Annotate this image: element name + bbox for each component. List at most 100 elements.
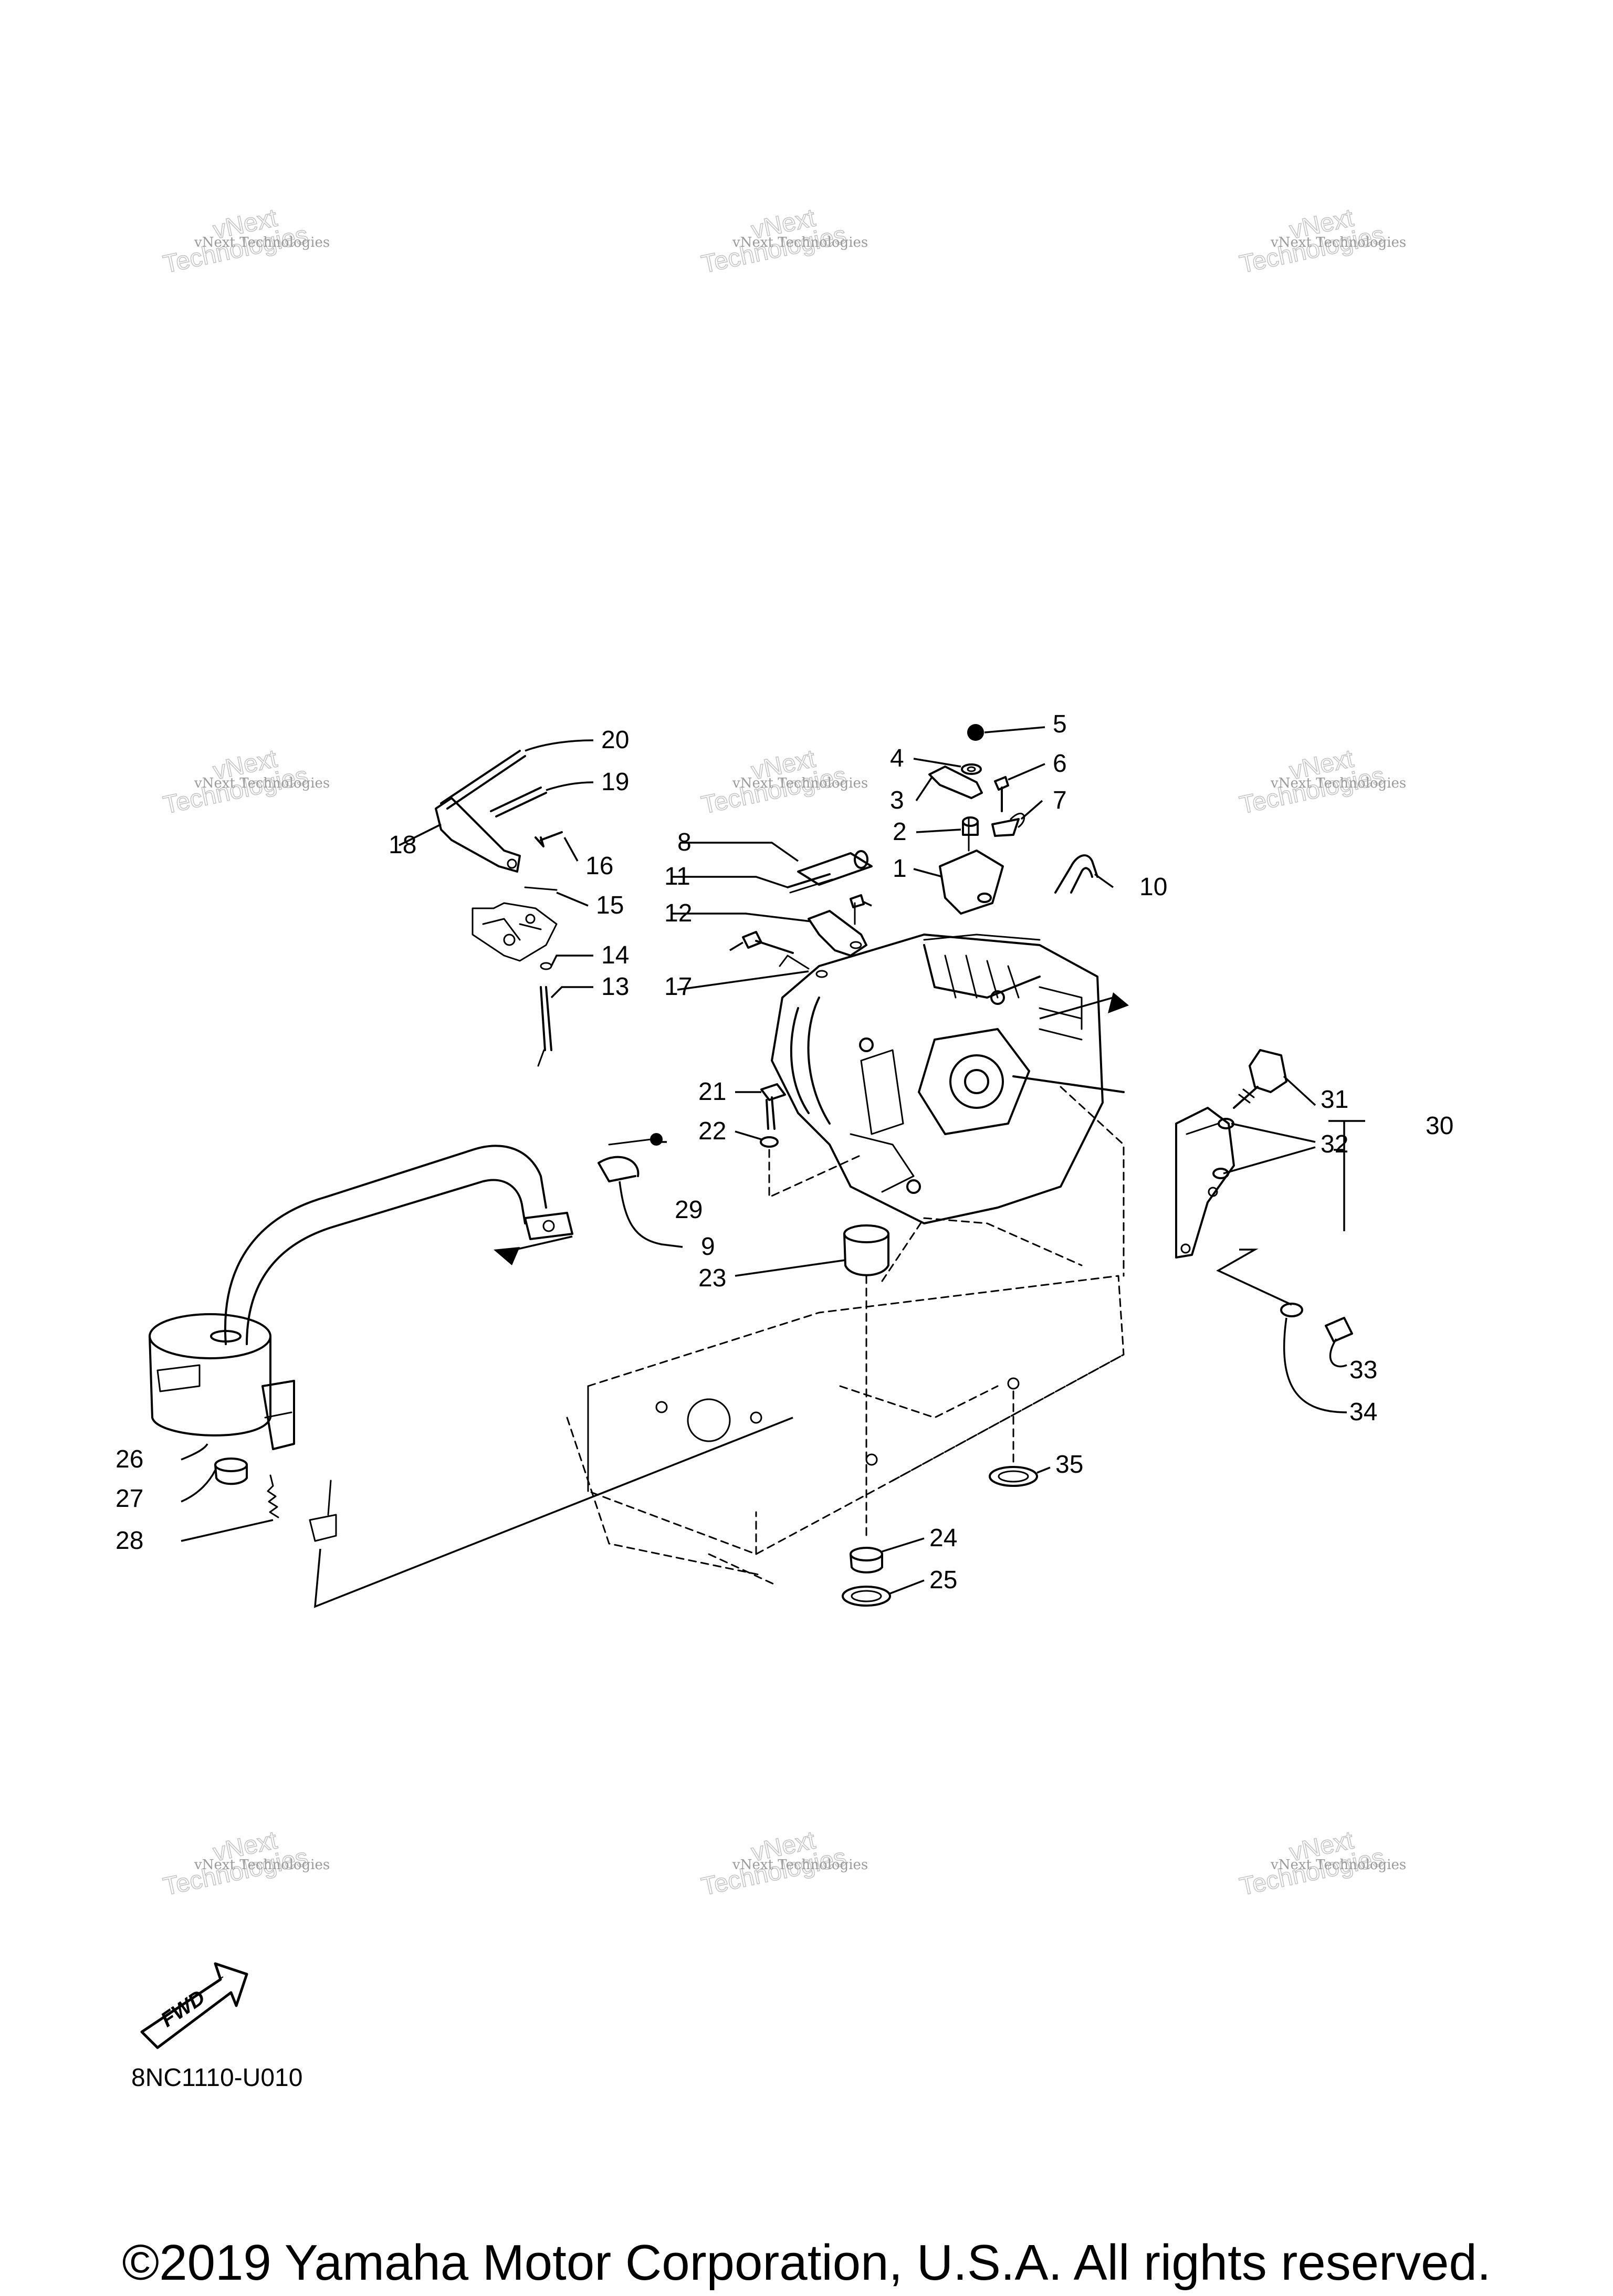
watermark-text: vNext Technologies — [732, 1857, 868, 1873]
clip-17 — [779, 955, 828, 978]
pointer-arrow-right — [1039, 992, 1129, 1020]
callout-35: 35 — [1055, 1451, 1083, 1479]
damper-25 — [842, 1586, 891, 1607]
clamp-7 — [991, 812, 1025, 837]
bolt-6-top2 — [850, 894, 865, 908]
callout-23: 23 — [698, 1264, 726, 1292]
callout-25: 25 — [929, 1566, 957, 1594]
watermark-text: vNext Technologies — [1270, 1857, 1406, 1873]
nut-5 — [967, 724, 984, 741]
bolt-6-top — [994, 776, 1009, 812]
callout-12: 12 — [664, 899, 692, 927]
callout-29: 29 — [675, 1196, 703, 1224]
watermark-text: vNext Technologies — [194, 775, 330, 791]
watermark-text: vNext Technologies — [732, 775, 868, 791]
callout-10: 10 — [1139, 873, 1167, 901]
engine-bracket — [1175, 1107, 1235, 1259]
callout-34: 34 — [1349, 1398, 1377, 1426]
bolt-21 — [760, 1083, 786, 1130]
governor-assembly — [472, 902, 558, 962]
spring-15 — [524, 886, 558, 891]
stay-3 — [928, 766, 983, 799]
exhaust-pipe — [224, 1145, 573, 1345]
engine-mount-rubber — [843, 1224, 889, 1539]
callout-5: 5 — [1053, 710, 1067, 738]
callout-16: 16 — [585, 852, 613, 880]
callout-15: 15 — [596, 892, 624, 919]
exhaust-clamp — [598, 1133, 663, 1182]
callout-22: 22 — [698, 1117, 726, 1145]
callout-14: 14 — [601, 941, 629, 969]
callout-6: 6 — [1053, 750, 1067, 778]
washer-4 — [961, 763, 982, 775]
callout-13: 13 — [601, 973, 629, 1001]
callout-3: 3 — [890, 787, 904, 814]
clip-14 — [540, 962, 552, 970]
fwd-arrow-icon: FWD — [140, 1962, 248, 2049]
callout-33: 33 — [1349, 1356, 1377, 1384]
callout-28: 28 — [116, 1527, 143, 1555]
callout-32: 32 — [1321, 1130, 1348, 1158]
callout-8: 8 — [677, 829, 692, 856]
callout-4: 4 — [890, 745, 904, 772]
bolt-6-left — [742, 931, 794, 954]
rod-13 — [537, 986, 552, 1067]
watermark-text: vNext Technologies — [194, 235, 330, 250]
chassis-frame — [566, 1086, 1125, 1587]
callout-21: 21 — [698, 1078, 726, 1106]
copyright-notice: ©2019 Yamaha Motor Corporation, U.S.A. A… — [122, 2235, 1491, 2291]
callout-20: 20 — [601, 726, 629, 754]
muffler — [149, 1313, 295, 1450]
throttle-lever-18 — [435, 797, 521, 873]
watermark-text: vNext Technologies — [732, 235, 868, 250]
cable-20 — [440, 750, 526, 810]
callout-11: 11 — [664, 863, 690, 890]
bolt-31 — [1233, 1049, 1287, 1109]
washer-34 — [1280, 1303, 1303, 1317]
watermark-text: vNext Technologies — [194, 1857, 330, 1873]
stay-12 — [808, 902, 867, 957]
diagram-code: 8NC1110-U010 — [131, 2064, 303, 2092]
callout-7: 7 — [1053, 787, 1067, 814]
washer-22 — [760, 1136, 862, 1198]
collar-2 — [962, 816, 979, 836]
pointer-arrow-left — [494, 1235, 573, 1265]
bolt-16 — [535, 831, 563, 847]
damper-24 — [850, 1547, 883, 1574]
cable-19 — [490, 787, 547, 817]
damper-35 — [989, 1390, 1038, 1487]
muffler-grommet — [214, 1458, 248, 1485]
muffler-spring — [267, 1417, 793, 1608]
wire-11 — [787, 873, 833, 894]
callout-18: 18 — [389, 831, 416, 859]
engine-assembly — [771, 934, 1125, 1224]
callout-numbers: 1234567891011121314151617181920212223242… — [116, 710, 1453, 1594]
callout-17: 17 — [664, 973, 692, 1001]
callout-2: 2 — [893, 818, 907, 846]
callout-30: 30 — [1426, 1112, 1453, 1140]
hose-10 — [1054, 854, 1098, 894]
nut-33 — [1325, 1317, 1353, 1343]
callout-26: 26 — [116, 1445, 143, 1473]
callout-24: 24 — [929, 1524, 957, 1552]
watermark-text: vNext Technologies — [1270, 775, 1406, 791]
stay-1 — [939, 818, 1004, 915]
leader-lines — [181, 726, 1365, 1595]
watermark-text: vNext Technologies — [1270, 235, 1406, 250]
callout-27: 27 — [116, 1485, 143, 1513]
callout-1: 1 — [893, 855, 907, 883]
callout-31: 31 — [1321, 1086, 1348, 1114]
callout-19: 19 — [601, 768, 629, 796]
callout-9: 9 — [701, 1233, 715, 1261]
